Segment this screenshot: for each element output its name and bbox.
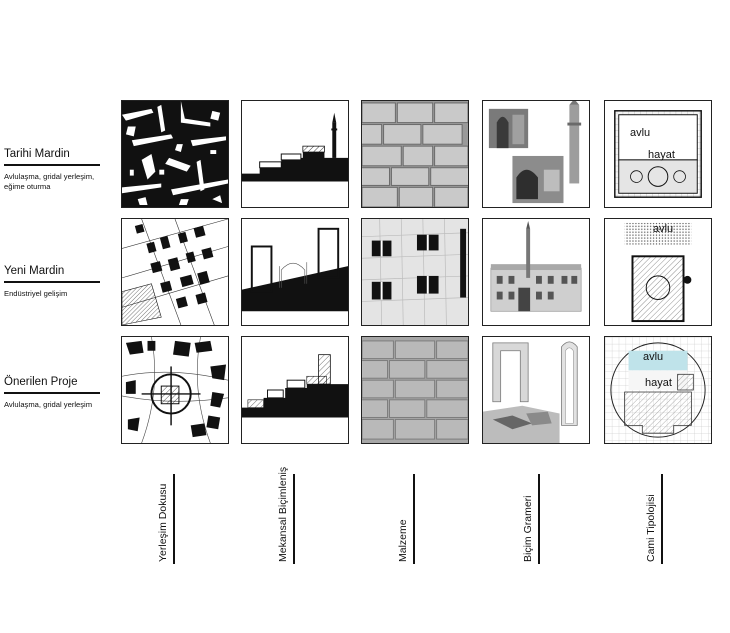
column-label-mekansal: Mekansal Biçimleniş (277, 467, 299, 564)
spatial-formation-yeni (241, 218, 349, 326)
grid-block-map-image (122, 219, 228, 325)
row-label-tarihi-mardin: Tarihi Mardin Avlulaşma, gridal yerleşim… (4, 147, 100, 191)
column-divider (413, 474, 415, 564)
stone-wall-image (362, 101, 468, 207)
plan-label-hayat: hayat (645, 377, 672, 389)
proposed-mosque-plan (605, 337, 711, 443)
row-label-yeni-mardin: Yeni Mardin Endüstriyel gelişim (4, 264, 100, 299)
form-grammar-yeni (482, 218, 590, 326)
section-diagram (242, 354, 348, 418)
plan-label-avlu: avlu (630, 127, 651, 139)
plan-label-avlu: avlu (653, 223, 674, 235)
section-diagram (242, 112, 348, 182)
material-concrete-yeni (361, 218, 469, 326)
mosque-typology-yeni: avlu (604, 218, 712, 326)
architecture-photos (488, 101, 582, 204)
column-title: Mekansal Biçimleniş (277, 466, 289, 562)
settlement-fabric-map-image (122, 101, 228, 207)
row-title: Tarihi Mardin (4, 147, 100, 166)
modern-mosque-photo (490, 220, 582, 312)
row-title: Önerilen Proje (4, 375, 100, 394)
column-label-malzeme: Malzeme (397, 474, 419, 564)
column-label-bicim: Biçim Grameri (522, 474, 544, 564)
material-stone-tarihi (361, 100, 469, 208)
row-subtitle: Avlulaşma, gridal yerleşim (4, 400, 93, 409)
stone-pattern (362, 337, 468, 443)
plan-label-hayat: hayat (648, 149, 675, 161)
form-grammar-oneri (482, 336, 590, 444)
row-subtitle: Endüstriyel gelişim (4, 289, 68, 298)
column-title: Biçim Grameri (522, 495, 534, 562)
settlement-fabric-tarihi (121, 100, 229, 208)
row-subtitle: Avlulaşma, gridal yerleşim, eğime oturma (4, 172, 95, 191)
spatial-formation-oneri (241, 336, 349, 444)
column-title: Malzeme (397, 519, 409, 562)
plan-label-avlu: avlu (643, 351, 664, 363)
column-title: Cami Tipolojisi (645, 494, 657, 562)
form-grammar-tarihi (482, 100, 590, 208)
row-title: Yeni Mardin (4, 264, 100, 283)
settlement-fabric-oneri (121, 336, 229, 444)
mosque-typology-oneri: avlu hayat (604, 336, 712, 444)
proposed-form-rendering (483, 341, 578, 443)
section-diagram (242, 227, 348, 312)
mosque-plan-drawing (614, 110, 702, 198)
building-facade-image (362, 219, 468, 325)
spatial-formation-tarihi (241, 100, 349, 208)
proposed-site-plan-image (122, 337, 228, 443)
material-stone-oneri (361, 336, 469, 444)
column-divider (173, 474, 175, 564)
settlement-fabric-yeni (121, 218, 229, 326)
column-label-yerlesim: Yerleşim Dokusu (157, 474, 179, 564)
column-title: Yerleşim Dokusu (157, 483, 169, 562)
column-label-cami: Cami Tipolojisi (645, 474, 667, 564)
row-label-onerilen-proje: Önerilen Proje Avlulaşma, gridal yerleşi… (4, 375, 100, 410)
column-divider (538, 474, 540, 564)
column-divider (293, 474, 295, 564)
mosque-typology-tarihi: avlu hayat (604, 100, 712, 208)
mosque-plan-drawing (624, 222, 692, 323)
column-divider (661, 474, 663, 564)
